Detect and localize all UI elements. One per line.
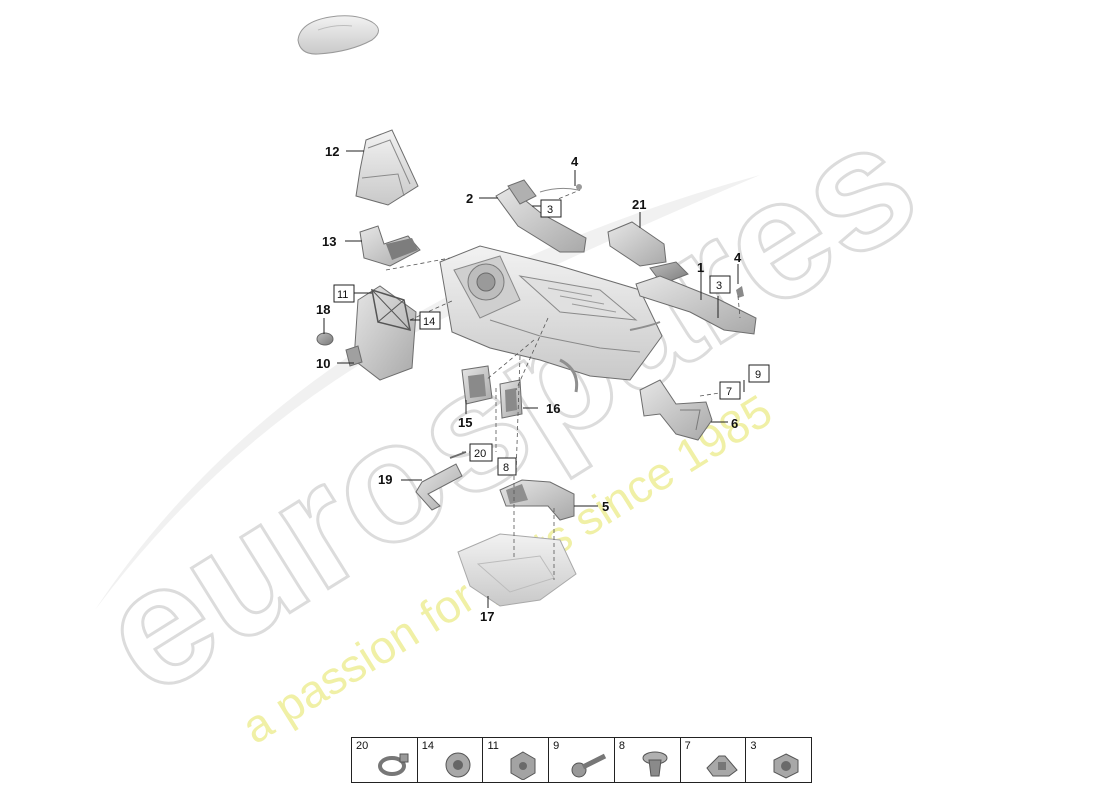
leader-lines <box>323 150 745 608</box>
part-15-outlet <box>461 365 493 405</box>
svg-text:8: 8 <box>503 462 509 474</box>
legend-cell-7: 7 <box>681 738 747 782</box>
callout-4-right: 4 <box>734 250 742 265</box>
fastener-legend: 20 14 11 9 8 7 <box>351 737 812 783</box>
callout-10: 10 <box>316 356 330 371</box>
boxed-callout-3-right: 3 <box>709 275 731 294</box>
part-18-plug <box>316 332 334 346</box>
part-17-panel <box>457 533 577 607</box>
legend-cell-11: 11 <box>483 738 550 782</box>
svg-text:7: 7 <box>726 386 732 398</box>
legend-number: 7 <box>684 740 691 752</box>
part-19-bracket <box>415 451 467 511</box>
part-6-duct <box>639 379 713 441</box>
callout-15: 15 <box>458 415 472 430</box>
legend-number: 14 <box>421 740 434 752</box>
part-10-housing <box>345 285 417 381</box>
boxed-callout-9: 9 <box>748 364 770 383</box>
grommet-nut-icon <box>773 753 799 779</box>
boxed-callout-20: 20 <box>469 443 493 462</box>
nut-icon <box>445 752 471 778</box>
boxed-callout-3-top: 3 <box>540 199 562 218</box>
clip-icon <box>705 755 738 777</box>
boxed-callout-14: 14 <box>419 311 441 330</box>
legend-cell-8: 8 <box>615 738 681 782</box>
callout-4-top: 4 <box>571 154 579 169</box>
callout-1: 1 <box>697 260 704 275</box>
part-13-filter <box>359 225 421 267</box>
callout-6: 6 <box>731 416 738 431</box>
legend-number: 8 <box>618 740 625 752</box>
part-12-filter-cover <box>355 129 419 206</box>
legend-cell-9: 9 <box>549 738 615 782</box>
svg-text:3: 3 <box>547 204 553 216</box>
svg-text:20: 20 <box>474 448 486 460</box>
hose-clamp-icon <box>378 753 409 776</box>
legend-cell-14: 14 <box>418 738 484 782</box>
screw-icon <box>571 753 607 778</box>
svg-text:9: 9 <box>755 369 761 381</box>
callout-21: 21 <box>632 197 646 212</box>
legend-number: 11 <box>487 740 499 752</box>
callout-2: 2 <box>466 191 473 206</box>
svg-text:3: 3 <box>716 280 722 292</box>
callout-17: 17 <box>480 609 494 624</box>
svg-text:11: 11 <box>337 289 348 301</box>
legend-number: 20 <box>356 740 369 752</box>
callout-18: 18 <box>316 302 330 317</box>
callout-19: 19 <box>378 472 392 487</box>
legend-cell-3: 3 <box>746 738 811 782</box>
legend-cell-20: 20 <box>352 738 418 782</box>
callout-12: 12 <box>325 144 339 159</box>
legend-number: 3 <box>750 740 757 752</box>
legend-number: 9 <box>553 740 560 752</box>
svg-text:14: 14 <box>423 316 435 328</box>
part-2-duct <box>495 179 587 253</box>
boxed-callout-11: 11 <box>333 284 355 303</box>
boxed-callout-8: 8 <box>497 457 517 476</box>
callout-16: 16 <box>546 401 560 416</box>
hex-nut-icon <box>510 751 536 780</box>
hvac-unit <box>439 245 663 393</box>
expanding-rivet-icon <box>642 751 668 777</box>
callout-13: 13 <box>322 234 336 249</box>
callout-5: 5 <box>602 499 609 514</box>
boxed-callout-7: 7 <box>719 381 741 400</box>
part-5-duct <box>499 479 575 521</box>
part-1-duct <box>635 275 757 335</box>
car-silhouette <box>297 15 379 55</box>
